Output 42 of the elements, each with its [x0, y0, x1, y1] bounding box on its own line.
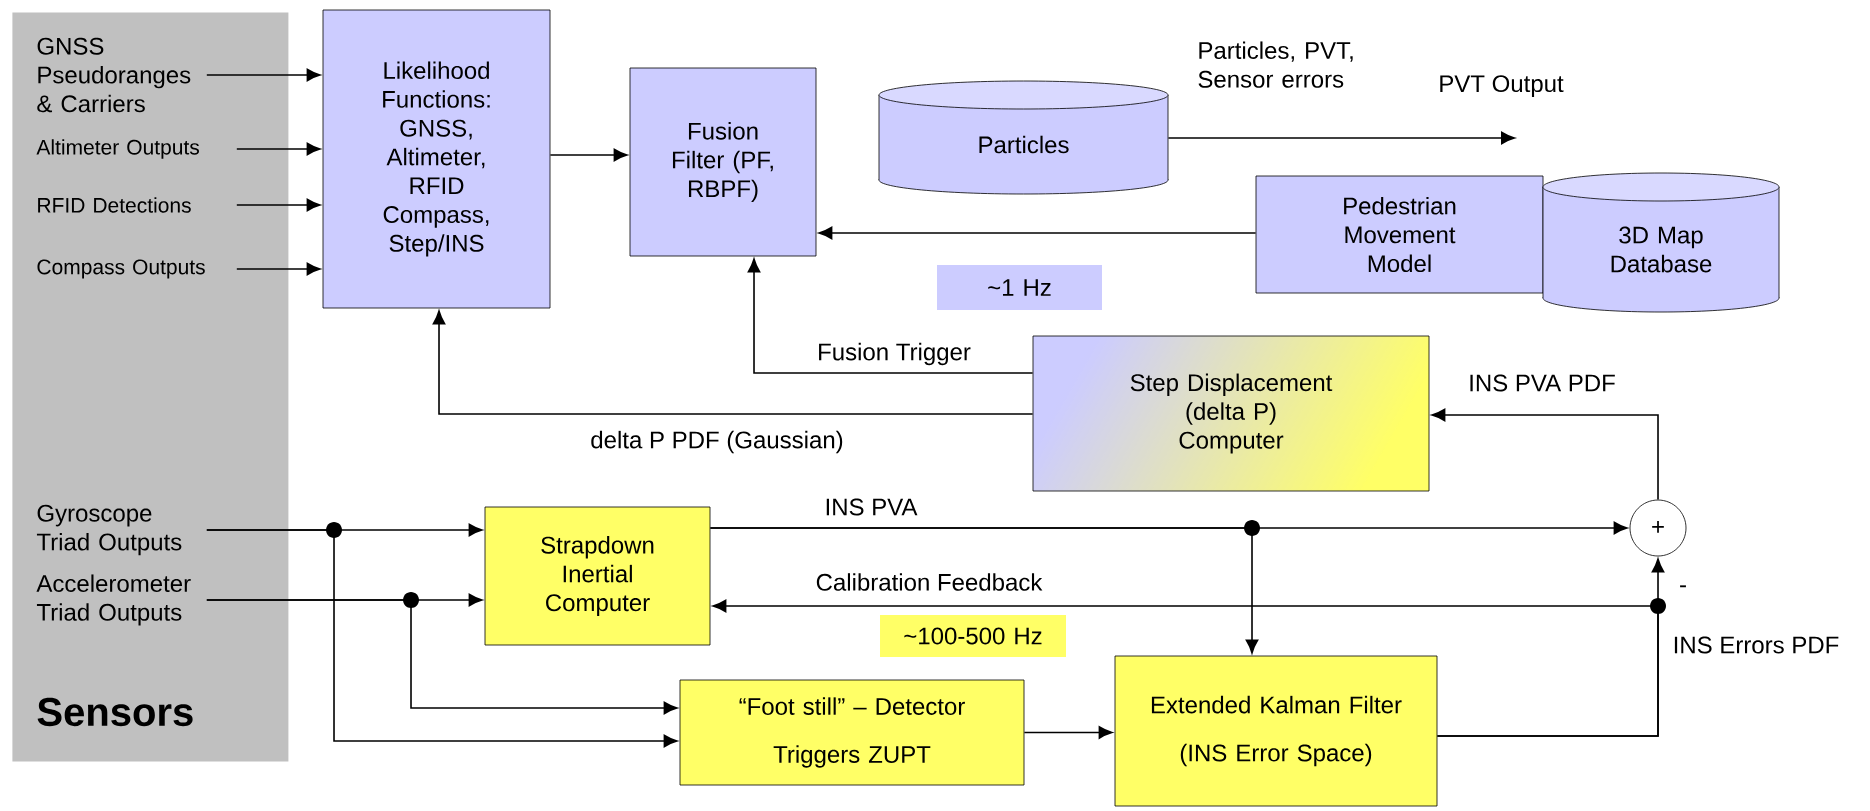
- edge-label: INS PVA: [826, 498, 918, 516]
- sensor-label: RFID Detections: [38, 197, 191, 213]
- arrow: [747, 258, 1034, 374]
- edge-label: Fusion Trigger: [819, 342, 971, 366]
- process-box: Fusion Filter (PF, RBPF): [629, 67, 817, 257]
- text-label: PVT Output: [1440, 75, 1564, 97]
- arrow: [206, 68, 321, 82]
- edge-label: INS PVA PDF: [1470, 374, 1615, 392]
- database-cylinder: 3D Map Database: [1542, 172, 1780, 313]
- summing-junction: +: [1629, 499, 1687, 557]
- sensor-label: Accelerometer Triad Outputs: [36, 574, 191, 626]
- arrow: [1436, 558, 1665, 737]
- arrow: [1167, 131, 1515, 145]
- rate-band: ~100-500 Hz: [880, 615, 1066, 657]
- arrow: [709, 527, 1259, 654]
- process-box: Extended Kalman Filter (INS Error Space): [1114, 655, 1438, 807]
- sensor-label: Altimeter Outputs: [36, 139, 199, 159]
- arrow: [206, 529, 678, 748]
- process-box: Strapdown Inertial Computer: [484, 506, 711, 646]
- sensor-label: Gyroscope Triad Outputs: [36, 504, 182, 556]
- arrow: [236, 142, 321, 156]
- arrow: [236, 198, 321, 212]
- sensor-label: GNSS Pseudoranges & Carriers: [37, 37, 191, 113]
- process-box: Step Displacement (delta P) Computer: [1032, 335, 1430, 492]
- database-cylinder: Particles: [878, 80, 1169, 195]
- arrow: [1023, 726, 1113, 739]
- process-box: “Foot still” – Detector Triggers ZUPT: [679, 679, 1025, 786]
- arrow: [1431, 408, 1659, 501]
- rate-band: ~1 Hz: [937, 265, 1102, 310]
- process-box: Pedestrian Movement Model: [1255, 175, 1544, 294]
- edge-label: delta P PDF (Gaussian): [591, 430, 843, 454]
- arrow: [432, 310, 1034, 415]
- edge-label: INS Errors PDF: [1674, 636, 1839, 654]
- sensor-label: Compass Outputs: [37, 259, 205, 279]
- edge-label: Particles, PVT, Sensor errors: [1198, 41, 1353, 88]
- text-label: -: [1680, 585, 1686, 588]
- arrow: [236, 262, 321, 276]
- arrow: [206, 599, 678, 715]
- arrow: [818, 226, 1257, 240]
- edge-label: Calibration Feedback: [816, 573, 1043, 591]
- process-box: Likelihood Functions: GNSS, Altimeter, RFID Compass, Step/INS: [322, 9, 551, 309]
- arrow: [549, 148, 628, 162]
